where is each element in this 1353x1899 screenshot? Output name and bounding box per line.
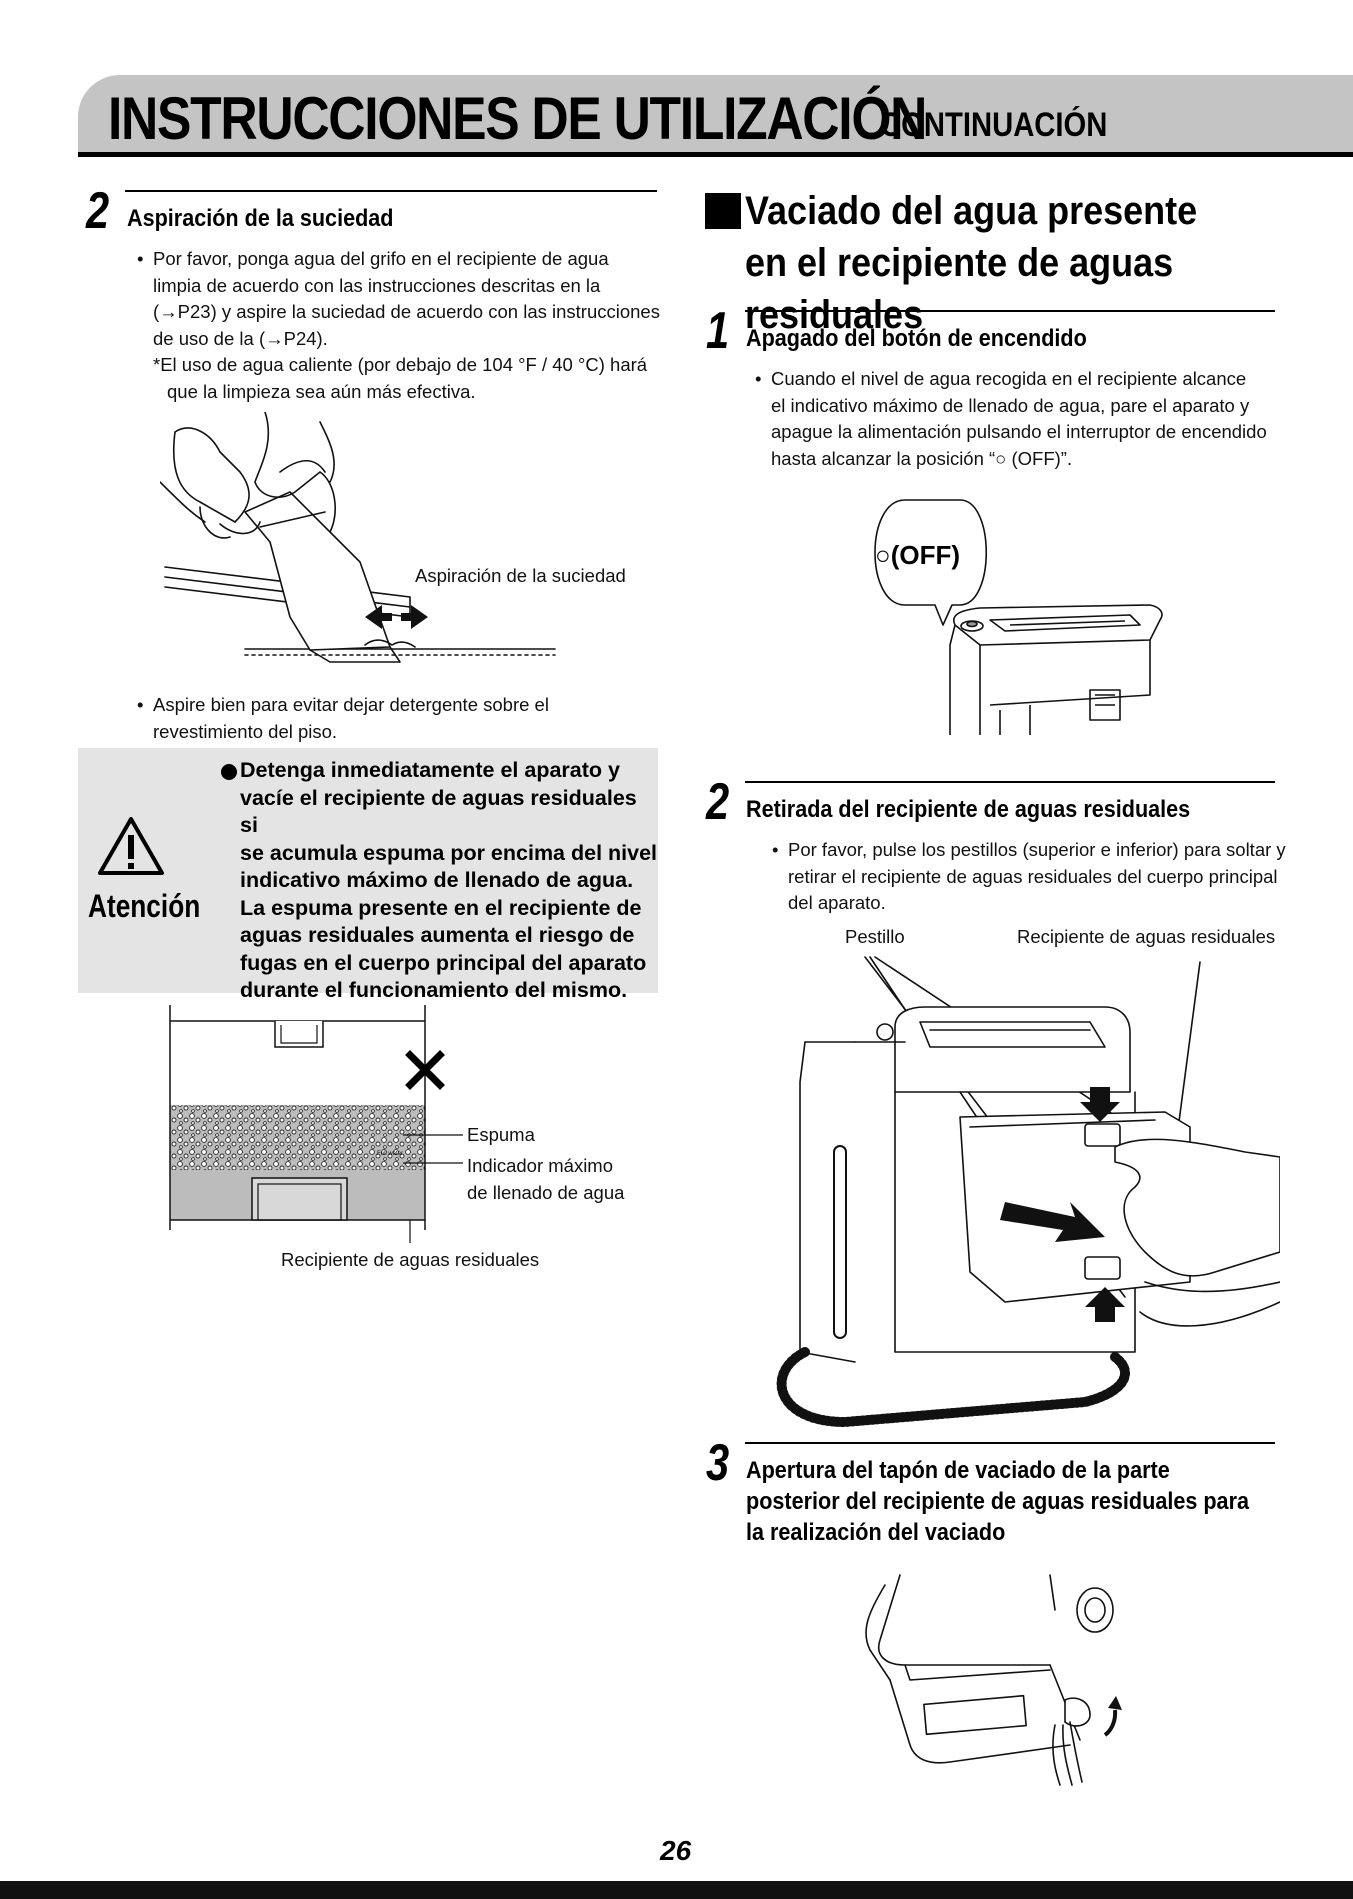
warning-line: La espuma presente en el recipiente de bbox=[240, 895, 642, 920]
step-rule bbox=[745, 1442, 1275, 1444]
step-rule bbox=[745, 310, 1275, 312]
section-marker-icon bbox=[705, 193, 741, 229]
bullet-icon: • bbox=[755, 368, 762, 389]
text-line: retirar el recipiente de aguas residuale… bbox=[788, 865, 1278, 887]
warning-line: aguas residuales aumenta el riesgo de bbox=[240, 923, 635, 947]
text-line: que la limpieza sea aún más efectiva. bbox=[167, 380, 476, 402]
tank-label: Recipiente de aguas residuales bbox=[1017, 926, 1276, 947]
step-rule bbox=[125, 190, 657, 192]
header-bar bbox=[78, 75, 1353, 157]
page-title: INSTRUCCIONES DE UTILIZACIÓN bbox=[108, 85, 927, 152]
text-line: Por favor, ponga agua del grifo en el re… bbox=[153, 248, 609, 269]
bullet-icon: • bbox=[772, 839, 779, 860]
text-line: apague la alimentación pulsando el inter… bbox=[771, 421, 1267, 442]
instruction-paragraph: • Aspire bien para evitar dejar detergen… bbox=[137, 692, 663, 745]
text-line: limpia de acuerdo con las instrucciones … bbox=[153, 274, 601, 296]
warning-line: Detenga inmediatamente el aparato y bbox=[240, 758, 620, 782]
warning-text: Detenga inmediatamente el aparato y vací… bbox=[240, 757, 660, 1005]
bullet-icon: • bbox=[137, 248, 144, 269]
foam-label: Espuma bbox=[467, 1124, 535, 1145]
instruction-paragraph: • Cuando el nivel de agua recogida en el… bbox=[755, 366, 1281, 472]
tank-label: Recipiente de aguas residuales bbox=[281, 1249, 540, 1270]
warning-line: fugas en el cuerpo principal del aparato bbox=[240, 950, 647, 975]
warning-line: durante el funcionamiento del mismo. bbox=[240, 978, 628, 1002]
text-line: revestimiento del piso. bbox=[153, 720, 338, 742]
off-bubble-label: ○(OFF) bbox=[875, 540, 961, 570]
step-number: 3 bbox=[706, 1434, 730, 1492]
warning-triangle-icon bbox=[98, 817, 164, 875]
step-title: Aspiración de la suciedad bbox=[127, 205, 394, 232]
max-level-label: Indicador máximo bbox=[467, 1155, 614, 1176]
warning-bullet-icon bbox=[221, 764, 237, 780]
step-title-line: Apertura del tapón de vaciado de la part… bbox=[746, 1457, 1170, 1484]
text-line: Por favor, pulse los pestillos (superior… bbox=[788, 839, 1286, 860]
foam-tank-illustration: Full water bbox=[169, 1005, 463, 1243]
page-number: 26 bbox=[660, 1835, 692, 1866]
warning-line: se acumula espuma por encima del nivel bbox=[240, 840, 658, 865]
figure-caption: Aspiración de la suciedad bbox=[415, 565, 626, 586]
step-number: 2 bbox=[706, 773, 730, 831]
instruction-paragraph: • Por favor, ponga agua del grifo en el … bbox=[137, 246, 663, 405]
bottom-strip bbox=[0, 1881, 1353, 1899]
text-line: del aparato. bbox=[788, 892, 886, 913]
text-line: (→P23) y aspire la suciedad de acuerdo c… bbox=[153, 301, 660, 322]
tank-removal-illustration bbox=[776, 956, 1280, 1427]
warning-box bbox=[78, 748, 658, 993]
step-number: 1 bbox=[706, 302, 730, 360]
text-line: Aspire bien para evitar dejar detergente… bbox=[153, 694, 549, 715]
step-number: 2 bbox=[86, 182, 110, 240]
instruction-paragraph: • Por favor, pulse los pestillos (superi… bbox=[772, 837, 1308, 917]
drain-cap-illustration bbox=[865, 1574, 1122, 1786]
warning-label: Atención bbox=[88, 888, 201, 924]
step-title: Apagado del botón de encendido bbox=[746, 325, 1087, 352]
vacuum-illustration bbox=[160, 412, 556, 663]
bullet-icon: • bbox=[137, 694, 144, 715]
text-line: Cuando el nivel de agua recogida en el r… bbox=[771, 368, 1247, 389]
text-line: hasta alcanzar la posición “○ (OFF)”. bbox=[771, 447, 1073, 469]
max-level-label: de llenado de agua bbox=[467, 1182, 625, 1203]
step-rule bbox=[745, 781, 1275, 783]
power-switch-illustration bbox=[874, 499, 1163, 735]
warning-line: vacíe el recipiente de aguas residuales … bbox=[240, 785, 637, 838]
step-title: Retirada del recipiente de aguas residua… bbox=[746, 796, 1191, 823]
step-title-line: posterior del recipiente de aguas residu… bbox=[746, 1488, 1250, 1515]
text-line: el indicativo máximo de llenado de agua,… bbox=[771, 394, 1250, 416]
text-line: de uso de la (→P24). bbox=[153, 327, 328, 349]
latch-label: Pestillo bbox=[845, 926, 905, 947]
text-line: *El uso de agua caliente (por debajo de … bbox=[153, 354, 648, 375]
step-title-line: la realización del vaciado bbox=[746, 1519, 1006, 1546]
warning-line: indicativo máximo de llenado de agua. bbox=[240, 868, 634, 892]
step-title: Apertura del tapón de vaciado de la part… bbox=[746, 1455, 1305, 1548]
section-title: Vaciado del agua presente en el recipien… bbox=[745, 189, 1198, 337]
page-subtitle: CONTINUACIÓN bbox=[880, 106, 1108, 144]
mini-label: Full water bbox=[377, 1151, 403, 1157]
